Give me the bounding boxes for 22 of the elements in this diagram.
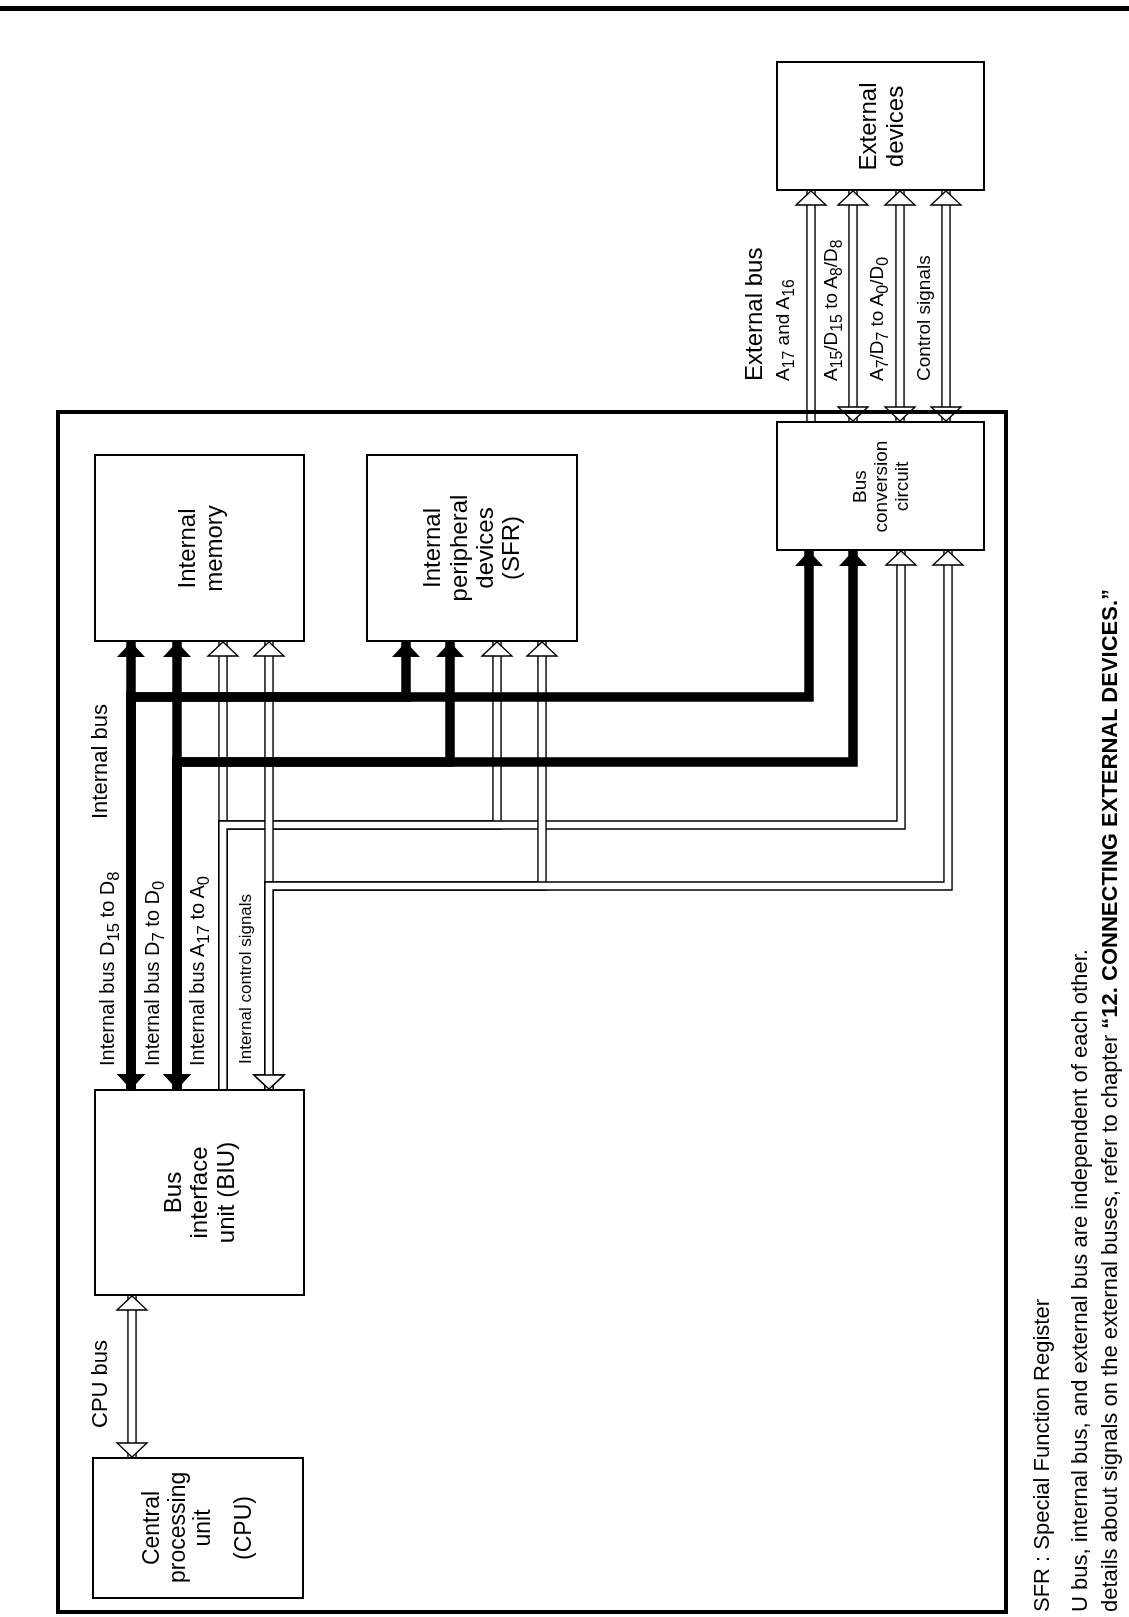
- block-box: [94, 1089, 305, 1296]
- edge-label: CPU bus: [87, 1339, 113, 1428]
- block-label: Internal memory: [173, 503, 226, 594]
- block-label: Bus interface unit (BIU): [159, 1140, 240, 1246]
- block-label: (CPU): [231, 1496, 257, 1560]
- block-label: Internal peripheral devices (SFR): [419, 493, 525, 604]
- block-box: [94, 454, 305, 642]
- edge-label: Internal control signals: [236, 893, 256, 1064]
- block-box: [366, 454, 578, 642]
- block-outline: [56, 410, 1008, 1614]
- block-box: [92, 1457, 304, 1599]
- block-box: [776, 61, 985, 191]
- bus-group-label: Internal bus: [87, 704, 113, 819]
- edge-label: Control signals: [913, 255, 935, 381]
- note-text: U bus, internal bus, and external bus are independent of each other.: [1067, 949, 1093, 1612]
- block-label: Bus conversion circuit: [849, 439, 912, 534]
- block-label: Central processing unit: [139, 1473, 216, 1583]
- note-text: SFR : Special Function Register: [1029, 1298, 1055, 1612]
- bus-group-label: External bus: [740, 247, 768, 381]
- note-text: details about signals on the external buses, refer to chapter “12. CONNECTING EXTERNAL DEVICES.”: [1097, 588, 1123, 1612]
- block-box: [776, 421, 985, 551]
- block-label: External devices: [854, 81, 907, 173]
